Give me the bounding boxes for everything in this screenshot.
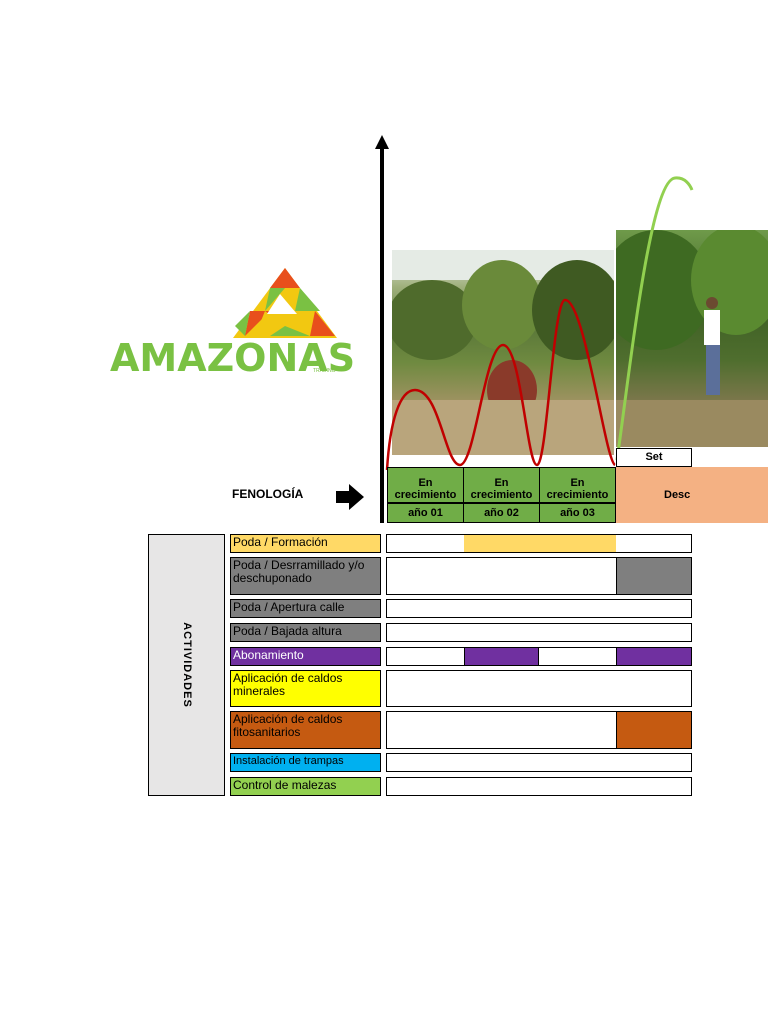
activity-poda-bajada: Poda / Bajada altura — [230, 623, 381, 642]
farmer-photo — [601, 225, 768, 447]
schedule-fill — [464, 535, 616, 552]
stage-label: En crecimiento — [463, 467, 540, 503]
activity-caldos-minerales: Aplicación de caldos minerales — [230, 670, 381, 707]
cacao-field-photo — [387, 250, 622, 455]
schedule-fill — [464, 648, 539, 665]
growth-curve — [385, 176, 694, 470]
schedule-fill — [616, 558, 691, 594]
activities-side-label: ACTIVIDADES — [180, 622, 193, 708]
stage-year: año 03 — [539, 503, 616, 523]
schedule-fill — [616, 712, 691, 748]
schedule-bar — [386, 647, 692, 666]
logo-subtext: TRADING — [313, 368, 336, 374]
schedule-bar — [386, 670, 692, 707]
set-label: Set — [616, 448, 692, 467]
stage-year: año 01 — [387, 503, 464, 523]
stage-year: año 02 — [463, 503, 540, 523]
fenologia-label: FENOLOGÍA — [232, 487, 304, 501]
activity-abonamiento: Abonamiento — [230, 647, 381, 666]
activity-poda-formacion: Poda / Formación — [230, 534, 381, 553]
activity-trampas: Instalación de trampas — [230, 753, 381, 772]
vertical-axis-arrow — [375, 135, 389, 523]
desc-label: Desc — [616, 467, 768, 523]
activity-poda-apertura: Poda / Apertura calle — [230, 599, 381, 618]
logo-mark — [233, 268, 337, 338]
activities-side-label-wrap: ACTIVIDADES — [148, 534, 225, 796]
schedule-bar — [386, 753, 692, 772]
schedule-fill — [616, 648, 691, 665]
stage-label: En crecimiento — [387, 467, 464, 503]
activity-poda-desrramillado: Poda / Desrramillado y/o deschuponado — [230, 557, 381, 595]
schedule-bar — [386, 599, 692, 618]
activity-caldos-fitosanitarios: Aplicación de caldos fitosanitarios — [230, 711, 381, 749]
activities-side-panel — [148, 534, 225, 796]
logo-text: AMAZONAS — [110, 336, 356, 380]
activity-control-malezas: Control de malezas — [230, 777, 381, 796]
stage-label: En crecimiento — [539, 467, 616, 503]
schedule-bar — [386, 623, 692, 642]
right-arrow-icon — [336, 484, 364, 510]
schedule-bar — [386, 777, 692, 796]
